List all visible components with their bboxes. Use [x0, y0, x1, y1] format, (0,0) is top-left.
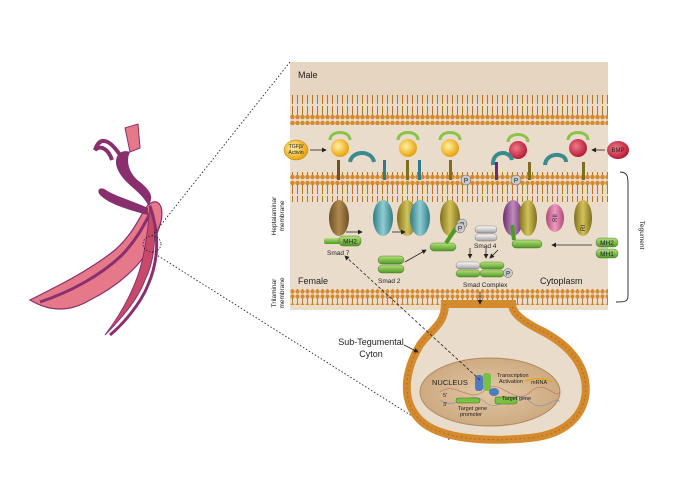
antagonist-protein — [348, 151, 376, 163]
trilaminar-membrane — [290, 289, 608, 305]
svg-text:P: P — [458, 226, 462, 233]
male-label: Male — [298, 70, 318, 80]
ligand-tgfb-3 — [438, 131, 462, 157]
smad2: Smad 2 — [377, 255, 405, 285]
female-label: Female — [298, 276, 328, 286]
receptor-rii: RII — [546, 204, 564, 232]
svg-text:P: P — [464, 178, 468, 185]
rii-label: RII — [553, 214, 559, 222]
three-prime-label: 3' — [443, 402, 447, 408]
cyton-label: Cyton — [359, 349, 383, 359]
zoom-line-bottom — [151, 251, 451, 441]
arrow-smad2 — [404, 249, 427, 263]
arrow-rsmad — [489, 249, 499, 259]
mh2-right-label: MH2 — [600, 240, 614, 247]
smad4-label: Smad 4 — [474, 243, 497, 250]
ligand-tgfb-1 — [328, 131, 352, 157]
smad2-label: Smad 2 — [378, 278, 401, 285]
ligand-bmp-1 — [506, 133, 530, 159]
bmp-label: BMP — [611, 148, 624, 154]
target-gene-label: Target gene — [502, 396, 531, 402]
ligand-tgfb-2 — [396, 131, 420, 157]
tegument-label: Tegument — [638, 221, 645, 250]
smad4: Smad 4 — [474, 225, 498, 250]
smad-complex-label: Smad Complex — [463, 282, 508, 289]
nucleus — [419, 357, 561, 427]
ri-label: RI — [581, 225, 587, 231]
activin-label: Activin — [288, 150, 303, 156]
receptor-pair-1 — [329, 160, 349, 236]
trilaminar-label: Trilaminar — [271, 278, 278, 307]
receptor-ri: RI — [574, 162, 592, 236]
promoter-element — [455, 397, 481, 404]
tgfb-activin-ligand-badge: TGFβ/ Activin — [283, 139, 309, 161]
promoter-label-1: Target gene — [458, 406, 487, 412]
svg-text:P: P — [506, 272, 510, 278]
cytoplasm-label: Cytoplasm — [540, 276, 583, 286]
nuclear-smad-complex — [475, 375, 483, 391]
heptalaminar-label: Heptalaminar — [271, 196, 278, 235]
smad-complex: P Smad Complex — [455, 261, 513, 289]
svg-text:P: P — [514, 178, 518, 185]
phosphate-badge-1: P — [460, 174, 472, 186]
bmp-ligand-badge: BMP — [607, 141, 629, 159]
mh2-left-label: MH2 — [343, 239, 357, 246]
activated-smad: P — [429, 222, 466, 252]
mrna-label: mRNA — [531, 380, 548, 386]
sub-tegumental-label: Sub-Tegumental — [338, 337, 404, 347]
tegument-bracket — [615, 171, 629, 303]
nucleus-label: NUCLEUS — [432, 378, 468, 387]
trilaminar-membrane-label: membrane — [279, 277, 286, 308]
mh1-right-label: MH1 — [600, 251, 614, 258]
r-smad-right — [510, 224, 543, 249]
receptor-pair-4 — [495, 162, 537, 236]
heptalaminar-membrane-label: membrane — [279, 200, 286, 231]
five-prime-label: 5' — [443, 393, 447, 399]
smad7-label: Smad 7 — [327, 250, 350, 257]
phosphate-badge-2: P — [510, 174, 522, 186]
feedback-dashed-arrow — [344, 255, 481, 381]
cyton-pointer-arrow — [403, 344, 419, 353]
mrna-strand — [524, 378, 553, 383]
smad-mh-domains: MH2 MH1 — [595, 237, 619, 259]
transcription-label: Transcription — [497, 373, 529, 379]
schistosome-worm-illustration — [28, 123, 163, 337]
ligand-bmp-2 — [566, 131, 590, 157]
smad7: MH2 Smad 7 — [324, 235, 362, 257]
zoom-line-top — [151, 61, 291, 237]
promoter-label-2: promoter — [460, 412, 482, 418]
target-gene-element — [494, 396, 518, 405]
male-membrane — [290, 95, 608, 125]
tgfb-label: TGFβ/ — [289, 144, 304, 150]
activation-label: Activation — [499, 379, 523, 385]
